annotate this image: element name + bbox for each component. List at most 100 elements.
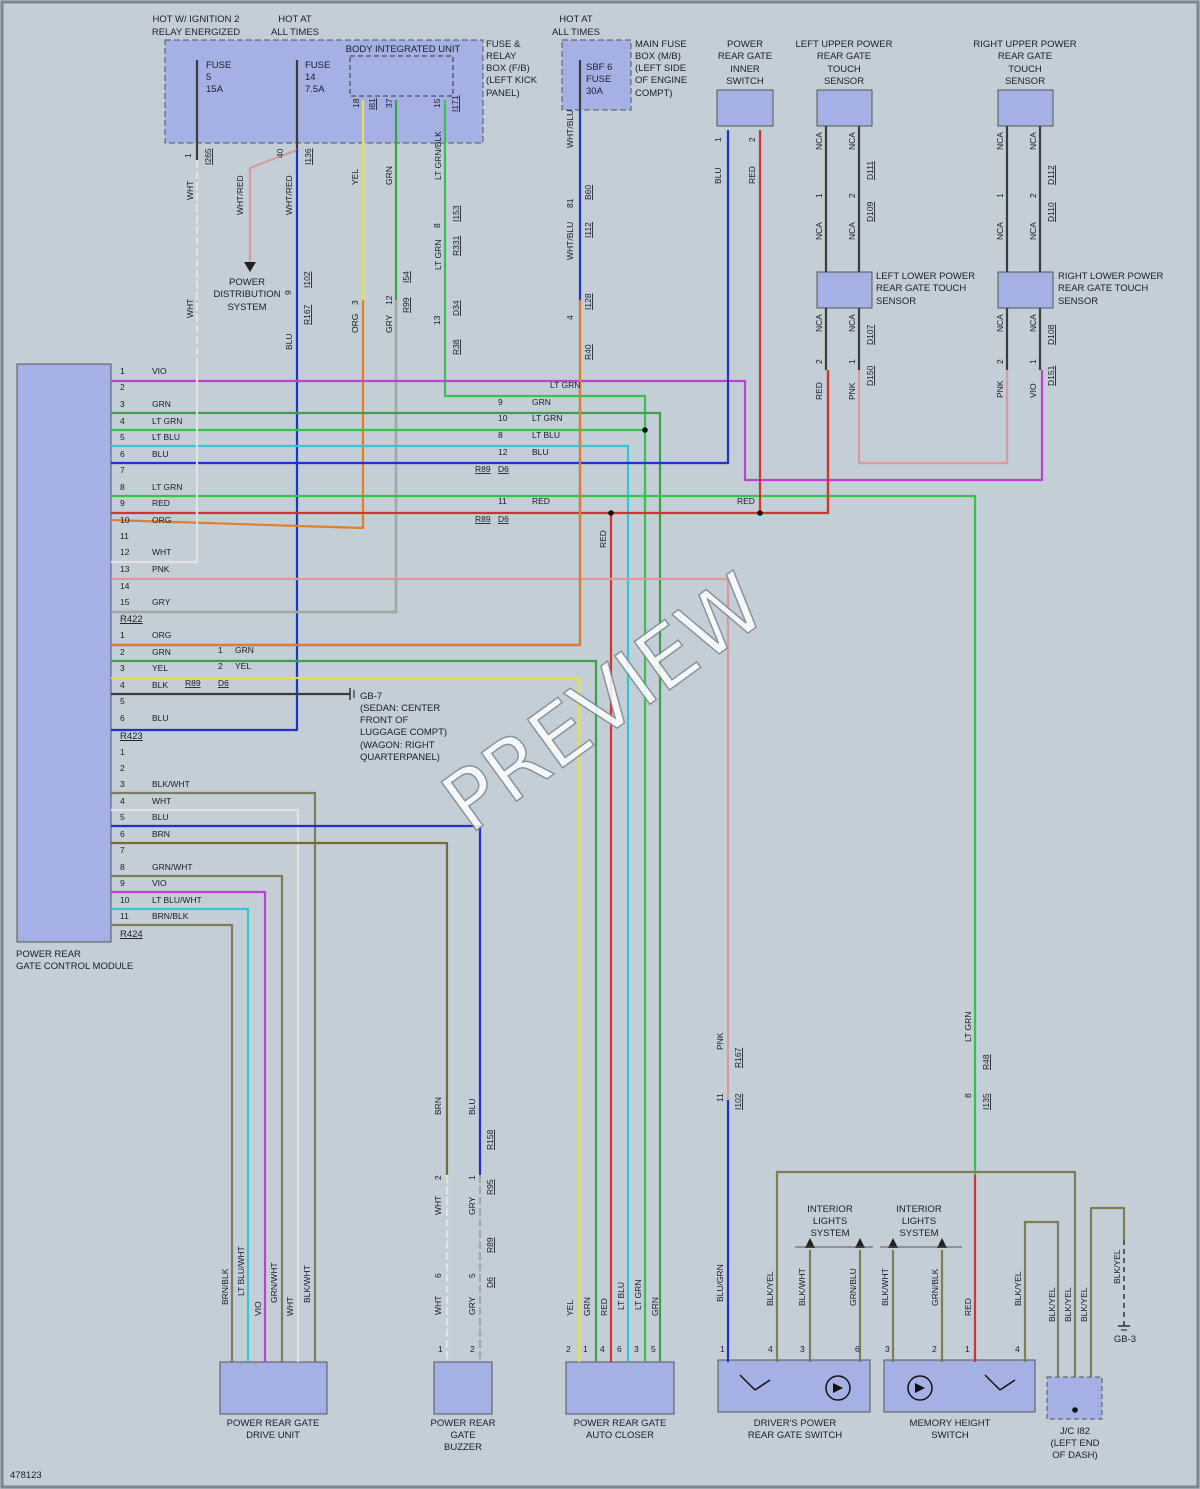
vio-r424-wire bbox=[111, 890, 267, 1362]
jc-l2: (LEFT END bbox=[1051, 1438, 1100, 1449]
decor bbox=[244, 262, 1130, 1413]
diagram-label-78: 9 bbox=[498, 397, 503, 407]
diagram-label-110: BLU bbox=[467, 1098, 477, 1115]
jc-l3: OF DASH) bbox=[1052, 1450, 1097, 1461]
diagram-label-33: WHT/BLU bbox=[565, 110, 575, 148]
fuse14-l2: 14 bbox=[305, 72, 316, 83]
wht-r424-wire bbox=[111, 808, 300, 1362]
diagram-label-126: GRN/WHT bbox=[269, 1262, 279, 1303]
diagram-label-119: 5 bbox=[467, 1273, 477, 1278]
connector-r424: R424 bbox=[120, 929, 143, 940]
diagram-label-159: 2 bbox=[932, 1344, 937, 1354]
r423-color-2: GRN bbox=[152, 647, 171, 657]
diagram-label-64: 1 bbox=[847, 359, 857, 364]
diagram-label-146: 1 bbox=[438, 1344, 443, 1354]
diagram-label-115: WHT bbox=[433, 1196, 443, 1215]
diagram-label-15: 15 bbox=[432, 98, 442, 108]
diagram-label-137: GRN/BLU bbox=[848, 1268, 858, 1306]
drivers-switch-l1: DRIVER'S POWER bbox=[754, 1418, 837, 1429]
diagram-label-52: NCA bbox=[847, 222, 857, 240]
diagram-label-127: WHT bbox=[285, 1297, 295, 1316]
diagram-label-30: 13 bbox=[432, 315, 442, 325]
hot-all2-line2: ALL TIMES bbox=[552, 27, 600, 38]
diagram-label-148: 2 bbox=[566, 1344, 571, 1354]
left-upper-l2: REAR GATE bbox=[817, 51, 871, 62]
splice-dot-2 bbox=[757, 510, 763, 516]
r424-pin-6: 6 bbox=[120, 829, 125, 839]
diagram-label-44: RED bbox=[747, 166, 757, 184]
r422-pin-7: 7 bbox=[120, 465, 125, 475]
diagram-label-132: LT BLU bbox=[616, 1282, 626, 1310]
r423-color-3: YEL bbox=[152, 663, 168, 673]
power-dist-l2: DISTRIBUTION bbox=[213, 289, 280, 300]
r424-pin-5: 5 bbox=[120, 812, 125, 822]
diagram-label-83: LT BLU bbox=[532, 430, 560, 440]
diagram-label-36: I112 bbox=[583, 222, 593, 238]
diagram-label-95: GRN bbox=[235, 645, 254, 655]
diagram-label-90: RED bbox=[737, 496, 755, 506]
fuse14-l1: FUSE bbox=[305, 60, 330, 71]
fuse5-l3: 15A bbox=[206, 84, 224, 95]
diagram-label-120: D6 bbox=[485, 1277, 495, 1288]
diagram-label-131: RED bbox=[599, 1298, 609, 1316]
inner-switch-box bbox=[716, 89, 774, 127]
diagram-label-20: 8 bbox=[432, 223, 442, 228]
diagram-label-138: BLK/WHT bbox=[880, 1268, 890, 1306]
diagram-label-105: LT GRN bbox=[963, 1012, 973, 1042]
diagram-label-81: LT GRN bbox=[532, 413, 562, 423]
diagram-label-142: BLK/YEL bbox=[1047, 1287, 1057, 1322]
module-label-l1: POWER REAR bbox=[16, 949, 81, 960]
diagram-label-140: RED bbox=[963, 1298, 973, 1316]
diagram-label-102: 11 bbox=[715, 1093, 725, 1102]
diagram-label-35: B60 bbox=[583, 185, 593, 200]
diagram-label-55: 1 bbox=[995, 193, 1005, 198]
diagram-label-22: R331 bbox=[451, 235, 461, 256]
right-lower-l2: REAR GATE TOUCH bbox=[1058, 283, 1148, 294]
blk-yel-switch-loop bbox=[775, 1170, 1077, 1377]
diagram-label-32: R38 bbox=[451, 339, 461, 355]
r424-pin-9: 9 bbox=[120, 878, 125, 888]
diagram-label-12: 18 bbox=[351, 98, 361, 108]
top-labels: HOT W/ IGNITION 2 RELAY ENERGIZED HOT AT… bbox=[152, 14, 1164, 313]
right-upper-l3: TOUCH bbox=[1008, 64, 1042, 75]
biu-label: BODY INTEGRATED UNIT bbox=[346, 44, 461, 55]
diagram-label-108: I135 bbox=[981, 1093, 991, 1110]
diagram-label-99: D6 bbox=[218, 678, 229, 688]
wht-red-to-power-dist bbox=[248, 148, 298, 262]
right-upper-l1: RIGHT UPPER POWER bbox=[973, 39, 1076, 50]
diagram-label-68: PNK bbox=[847, 382, 857, 400]
r424-pin-3: 3 bbox=[120, 779, 125, 789]
diagram-label-61: NCA bbox=[814, 314, 824, 332]
memory-switch-l1: MEMORY HEIGHT bbox=[910, 1418, 991, 1429]
blk-yel-memory bbox=[1023, 1220, 1060, 1377]
diagram-label-46: NCA bbox=[847, 132, 857, 150]
auto-closer-l2: AUTO CLOSER bbox=[586, 1430, 654, 1441]
diagram-label-156: 3 bbox=[800, 1344, 805, 1354]
diagram-label-21: I153 bbox=[451, 205, 461, 222]
diagram-label-9: I102 bbox=[302, 271, 312, 288]
diagram-label-151: 6 bbox=[617, 1344, 622, 1354]
diagram-label-133: LT GRN bbox=[633, 1280, 643, 1310]
diagram-label-7: WHT/RED bbox=[284, 175, 294, 215]
power-dist-l3: SYSTEM bbox=[227, 302, 266, 313]
diagram-label-8: 9 bbox=[283, 290, 293, 295]
diagram-label-96: 2 bbox=[218, 661, 223, 671]
diagram-label-92: D6 bbox=[498, 514, 509, 524]
diagram-label-66: D150 bbox=[865, 365, 875, 386]
main-fuse-l1: MAIN FUSE bbox=[635, 39, 687, 50]
diagram-label-31: D34 bbox=[451, 300, 461, 316]
r424-color-10: LT BLU/WHT bbox=[152, 895, 202, 905]
r422-color-3: GRN bbox=[152, 399, 171, 409]
interior-arrow-2 bbox=[888, 1238, 898, 1248]
left-lower-l3: SENSOR bbox=[876, 296, 916, 307]
diagram-label-57: D112 bbox=[1046, 165, 1056, 185]
sbf-l3: 30A bbox=[586, 86, 604, 97]
grn-bus-r423 bbox=[111, 659, 598, 1362]
diagram-label-49: D111 bbox=[865, 161, 875, 180]
diagram-label-43: BLU bbox=[713, 167, 723, 184]
r424-color-5: BLU bbox=[152, 812, 169, 822]
power-dist-l1: POWER bbox=[229, 277, 265, 288]
diagram-label-70: NCA bbox=[1028, 314, 1038, 332]
diagram-label-107: 8 bbox=[963, 1093, 973, 1098]
